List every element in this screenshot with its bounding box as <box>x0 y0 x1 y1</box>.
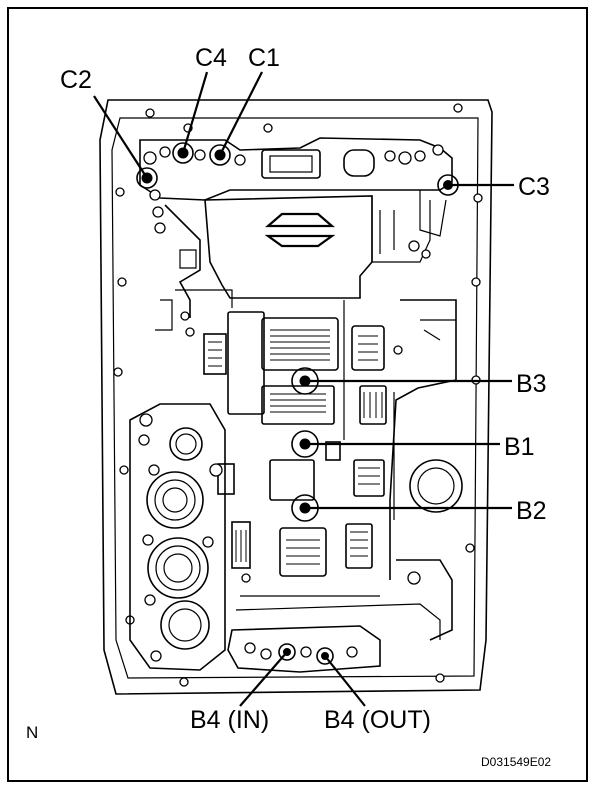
leader-b4-in <box>239 651 288 707</box>
central-cavity <box>204 190 447 299</box>
leader-lines <box>93 71 514 707</box>
leader-c4 <box>181 71 209 154</box>
leader-b4-out <box>324 655 366 707</box>
label-b4-out: B4 (OUT) <box>324 706 431 734</box>
leader-c2 <box>93 95 148 179</box>
valve-body-plate <box>99 99 493 695</box>
bolt-holes <box>113 103 483 687</box>
figure-frame <box>7 7 588 782</box>
label-b3: B3 <box>516 370 547 398</box>
leader-c1 <box>219 71 263 156</box>
right-channel <box>389 299 463 641</box>
channel-line <box>343 300 395 520</box>
label-b2: B2 <box>516 497 547 525</box>
bottom-port-cluster <box>227 595 441 673</box>
figure-code: D031549E02 <box>481 755 551 769</box>
left-channel <box>155 204 233 337</box>
label-c2: C2 <box>60 66 92 94</box>
label-b1: B1 <box>504 433 535 461</box>
top-port-cluster <box>139 137 453 234</box>
label-c3: C3 <box>518 173 550 201</box>
orientation-mark: N <box>26 723 38 742</box>
plate-inner-edge <box>111 117 479 679</box>
label-b4-in: B4 (IN) <box>190 706 269 734</box>
label-c1: C1 <box>248 44 280 72</box>
left-bores <box>129 403 226 671</box>
spool-blocks <box>203 311 387 577</box>
label-c4: C4 <box>195 44 227 72</box>
